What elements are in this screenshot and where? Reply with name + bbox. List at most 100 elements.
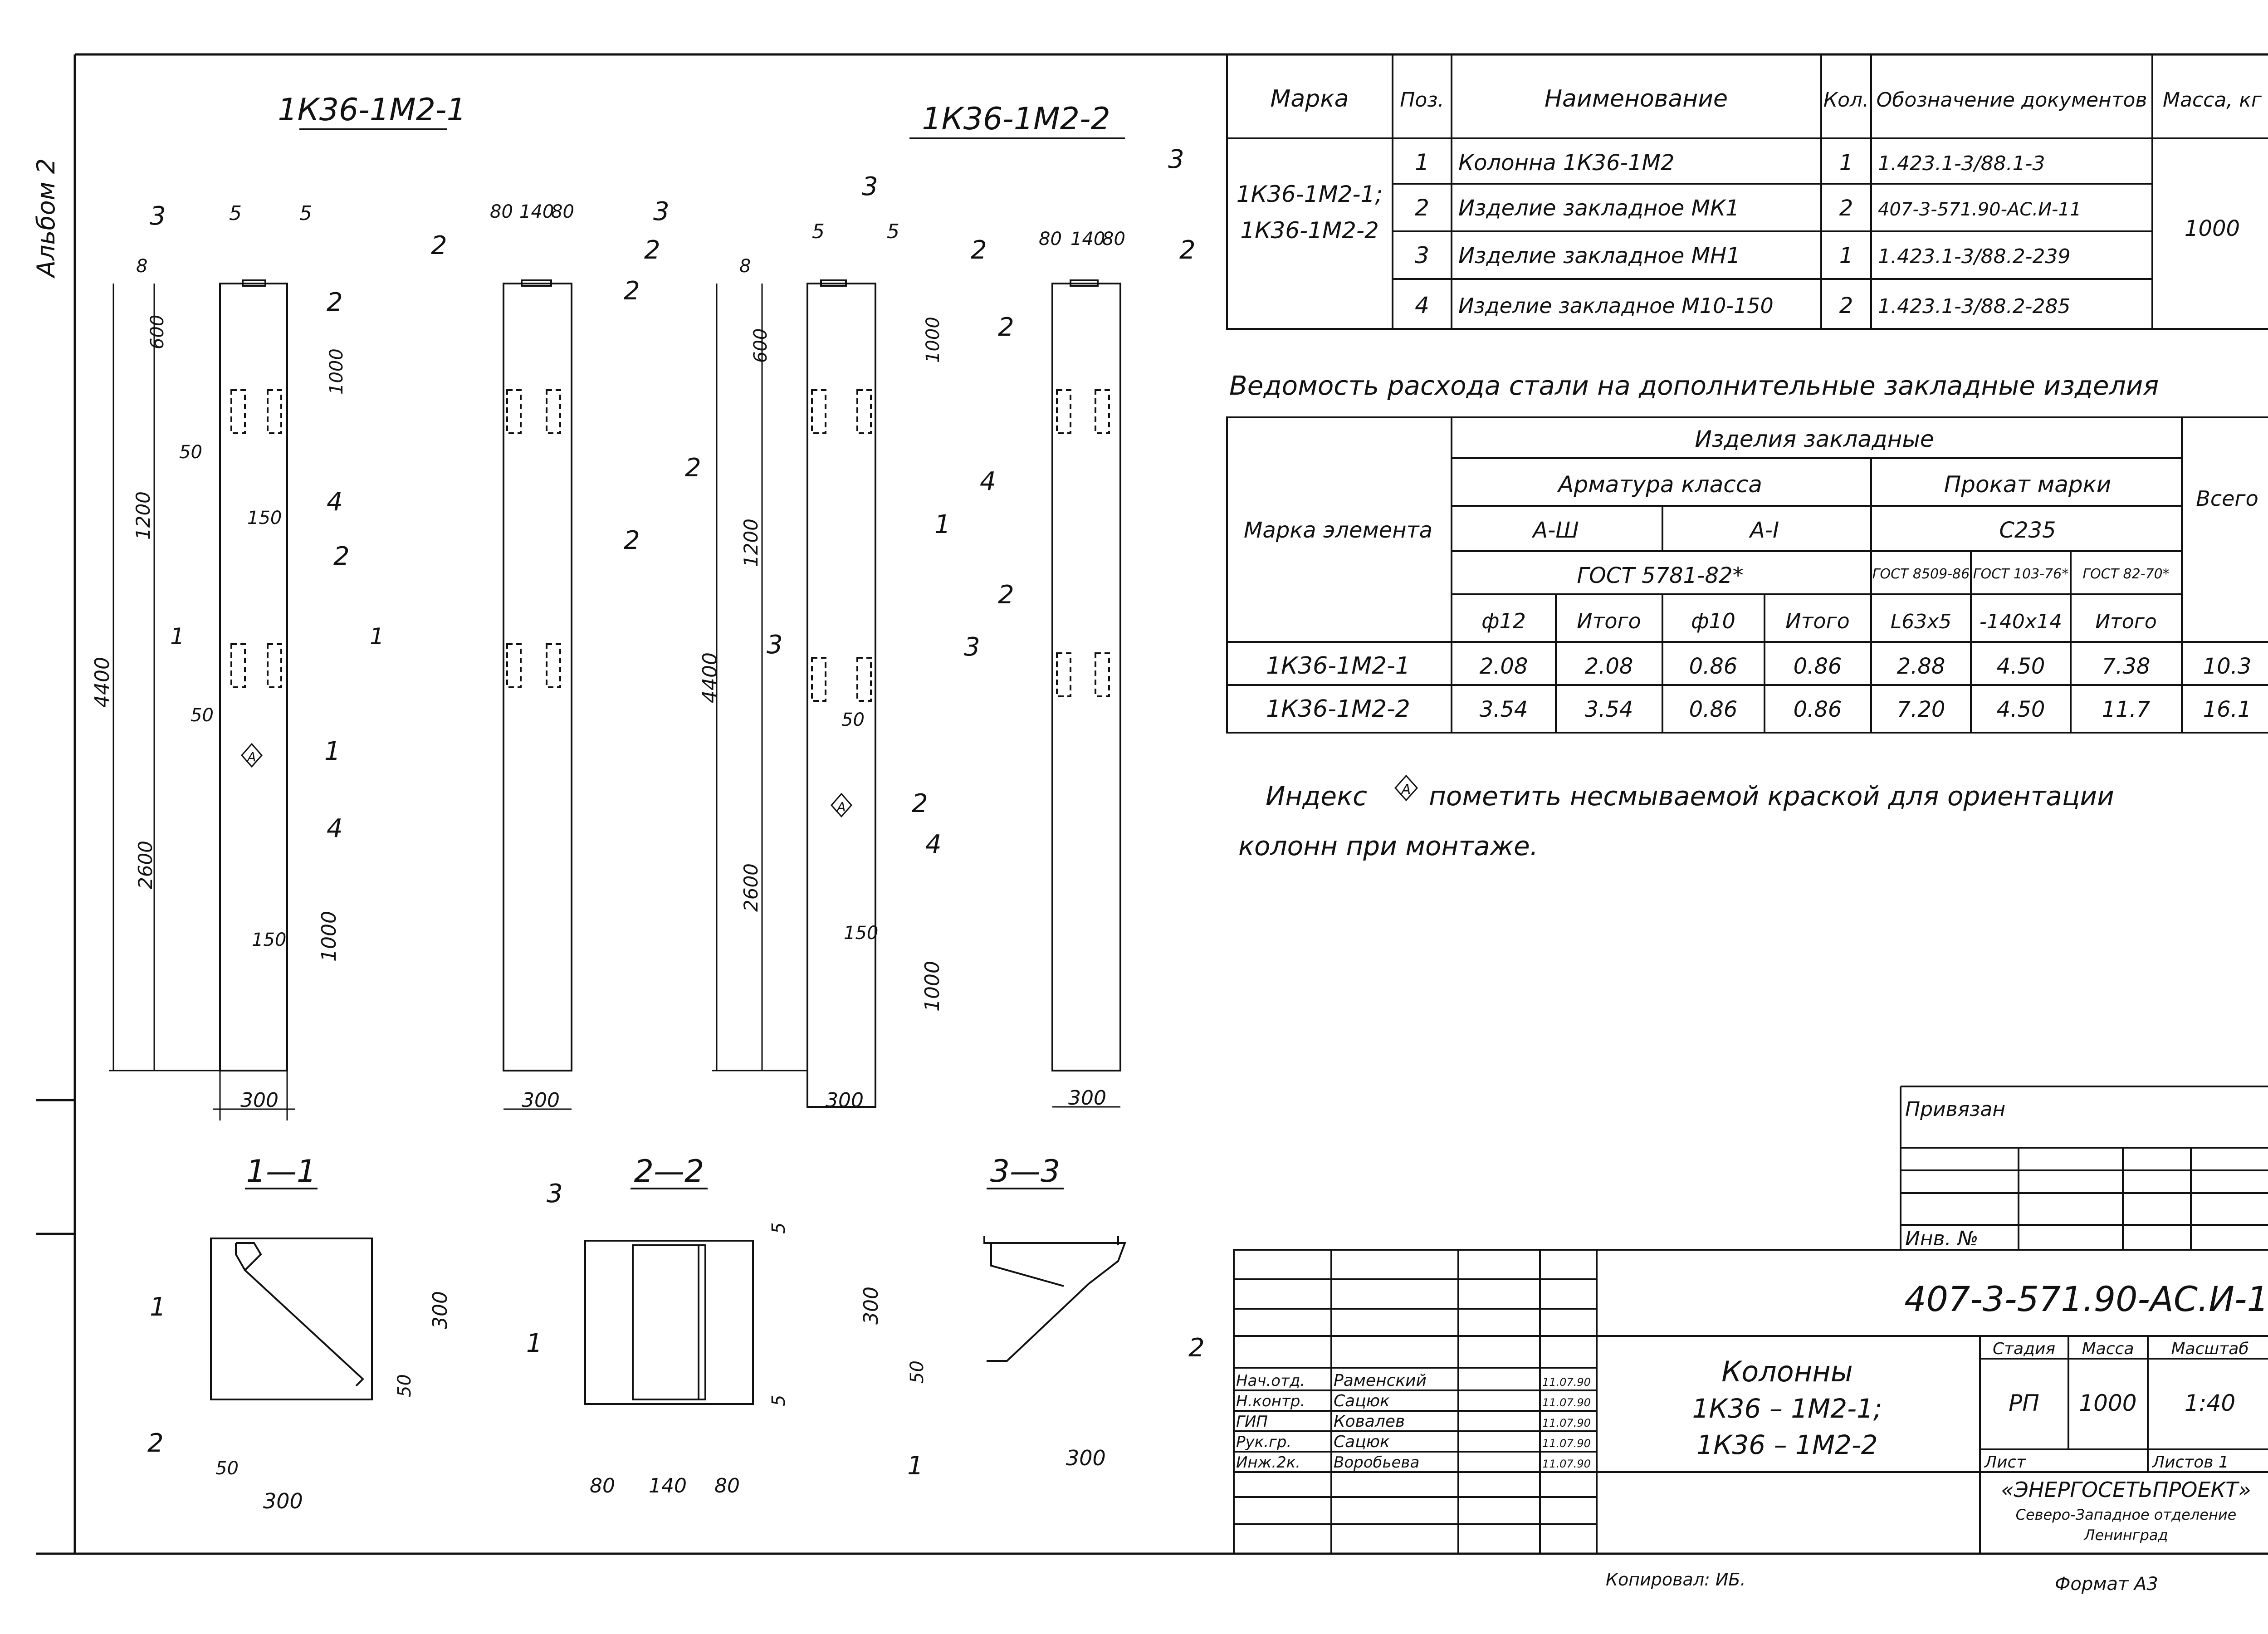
title-sheet-label: Лист: [1984, 1453, 2026, 1472]
note-line-1-pre: Индекс: [1266, 781, 1367, 812]
cut-3-left: 3: [767, 630, 783, 660]
spec-row-4-name: Изделие закладное М10-150: [1458, 294, 1774, 318]
steel-row-2-v6: 4.50: [1997, 697, 2045, 722]
spec-row-4-doc: 1.423.1-3/88.2-285: [1878, 295, 2070, 318]
section-2-2: [584, 1240, 754, 1405]
steel-row-2-v7: 11.7: [2102, 697, 2151, 722]
section-views: 1—1 1 2 300 50 50 300 2—2 3 1 5 5 80 140…: [147, 1154, 1205, 1513]
steel-row-1-v4: 0.86: [1794, 654, 1842, 679]
dim-150-bottom: 150: [252, 930, 286, 950]
dim-80: 80: [490, 201, 513, 222]
dim-600-col2: 600: [750, 328, 771, 363]
pos-4-label: 4: [327, 487, 343, 517]
title-mass: 1000: [2079, 1390, 2136, 1416]
cut-1-right: 1: [370, 623, 384, 650]
section-1-1-dim-50-bottom: 50: [215, 1458, 239, 1479]
steel-row-2-v5: 7.20: [1897, 697, 1945, 722]
index-mark-diamond: [241, 743, 263, 768]
title-privyazan: Привязан: [1905, 1098, 2005, 1121]
title-role-4: Рук.гр.: [1236, 1433, 1291, 1451]
title-date-4: 11.07.90: [1542, 1437, 1591, 1450]
column-2-title: 1К36-1М2-2: [922, 101, 1110, 137]
cut-2-right: 2: [644, 235, 660, 265]
steel-table-title: Ведомость расхода стали на дополнительны…: [1229, 370, 2159, 401]
steel-header-gost5781: ГОСТ 5781-82*: [1577, 563, 1743, 588]
title-stage: РП: [2009, 1390, 2039, 1416]
dim-80-col2s: 80: [1039, 229, 1062, 250]
dim-5: 5: [229, 202, 242, 225]
spec-row-3-pos: 3: [1415, 242, 1429, 269]
title-doc-code: 407-3-571.90-АС.И-1: [1904, 1279, 2268, 1319]
note-line-1-post: пометить несмываемой краской для ориента…: [1429, 781, 2114, 812]
footer-format: Формат А3: [2055, 1574, 2158, 1595]
pos-2-col2: 2: [685, 453, 701, 483]
dim-300-side: 300: [522, 1089, 560, 1112]
spec-row-4-pos: 4: [1415, 292, 1429, 318]
section-2-2-dim-5-lower: 5: [768, 1395, 789, 1406]
spec-row-1-name: Колонна 1К36-1М2: [1458, 150, 1674, 176]
note-index-diamond: [1394, 774, 1418, 802]
section-2-2-pos-1: 1: [526, 1329, 543, 1358]
footer-copied: Копировал: ИБ.: [1606, 1570, 1746, 1590]
steel-row-2-mark: 1К36-1М2-2: [1266, 695, 1410, 723]
title-header-stage: Стадия: [1993, 1340, 2055, 1358]
steel-row-1-mark: 1К36-1М2-1: [1266, 652, 1410, 680]
title-name-3: Ковалев: [1334, 1412, 1405, 1431]
album-label: Альбом 2: [32, 158, 60, 279]
steel-header-a1: А-I: [1749, 518, 1779, 543]
steel-header-gost8509: ГОСТ 8509-86: [1872, 566, 1970, 582]
title-date-2: 11.07.90: [1542, 1396, 1591, 1409]
spec-row-3-doc: 1.423.1-3/88.2-239: [1878, 245, 2070, 268]
spec-header-qty: Кол.: [1823, 88, 1869, 112]
dim-5-col2: 5: [812, 220, 825, 243]
steel-header-c235: С235: [1999, 518, 2056, 543]
section-1-1-dim-300-bottom: 300: [263, 1489, 303, 1513]
title-org-3: Ленинград: [2083, 1526, 2168, 1544]
section-3-3-title: 3—3: [990, 1154, 1061, 1189]
title-name-line-3: 1К36 – 1М2-2: [1696, 1429, 1877, 1460]
title-org-1: «ЭНЕРГОСЕТЬПРОЕКТ»: [2001, 1477, 2251, 1502]
index-mark-diamond-col2: [831, 793, 852, 818]
section-2-2-dim-140: 140: [649, 1474, 687, 1497]
dim-8: 8: [136, 256, 147, 277]
steel-row-2-v8: 16.1: [2203, 697, 2252, 722]
title-name-2: Сацюк: [1334, 1392, 1390, 1410]
steel-header-rolled: Прокат марки: [1944, 471, 2112, 498]
spec-mark-2: 1К36-1М2-2: [1240, 217, 1379, 244]
steel-header-gost82: ГОСТ 82-70*: [2082, 566, 2169, 582]
pos-2-side: 2: [624, 276, 640, 306]
title-inv: Инв. №: [1905, 1227, 1978, 1250]
title-header-scale: Масштаб: [2171, 1340, 2248, 1358]
column-2-side-view: [1051, 279, 1121, 1108]
steel-header-total: Всего: [2196, 486, 2258, 511]
title-name-line-1: Колонны: [1721, 1355, 1853, 1388]
section-3-3-dim-50: 50: [907, 1360, 928, 1384]
spec-row-2-doc: 407-3-571.90-АС.И-11: [1878, 199, 2081, 220]
spec-row-1-pos: 1: [1415, 149, 1429, 176]
section-2-2-dim-80: 80: [590, 1474, 615, 1497]
steel-col-phi12: ф12: [1481, 609, 1526, 633]
section-3-3-dim-300-bottom: 300: [1066, 1446, 1106, 1470]
title-name-5: Воробьева: [1334, 1453, 1419, 1472]
spec-mass: 1000: [2185, 216, 2240, 241]
steel-row-2-v3: 0.86: [1689, 697, 1738, 722]
steel-row-1-v7: 7.38: [2102, 654, 2151, 679]
pos-1-label: 1: [324, 737, 341, 766]
title-name-4: Сацюк: [1334, 1433, 1390, 1451]
title-role-3: ГИП: [1236, 1413, 1268, 1431]
title-sheets-label: Листов 1: [2151, 1453, 2229, 1472]
section-2-2-dim-5: 5: [768, 1223, 789, 1234]
section-1-1-title: 1—1: [246, 1154, 317, 1189]
steel-row-1-v2: 2.08: [1585, 654, 1633, 679]
spec-mark-1: 1К36-1М2-1;: [1237, 181, 1383, 207]
title-header-mass: Масса: [2082, 1340, 2134, 1358]
spec-header-doc: Обозначение документов: [1877, 88, 2147, 112]
elevation-views: 1К36-1М2-1 1К36-1М2-2 8 600 1200 4400 26…: [91, 92, 1196, 1120]
dim-300: 300: [240, 1089, 279, 1112]
dim-1200-col2: 1200: [740, 519, 762, 567]
pos-2-col2s-lower: 2: [998, 580, 1014, 610]
spec-row-1-qty: 1: [1839, 150, 1853, 176]
orientation-note: Индекс А пометить несмываемой краской дл…: [1238, 774, 2114, 861]
steel-col-total-rolled: Итого: [2095, 610, 2157, 633]
dim-150-col2: 150: [844, 923, 878, 944]
